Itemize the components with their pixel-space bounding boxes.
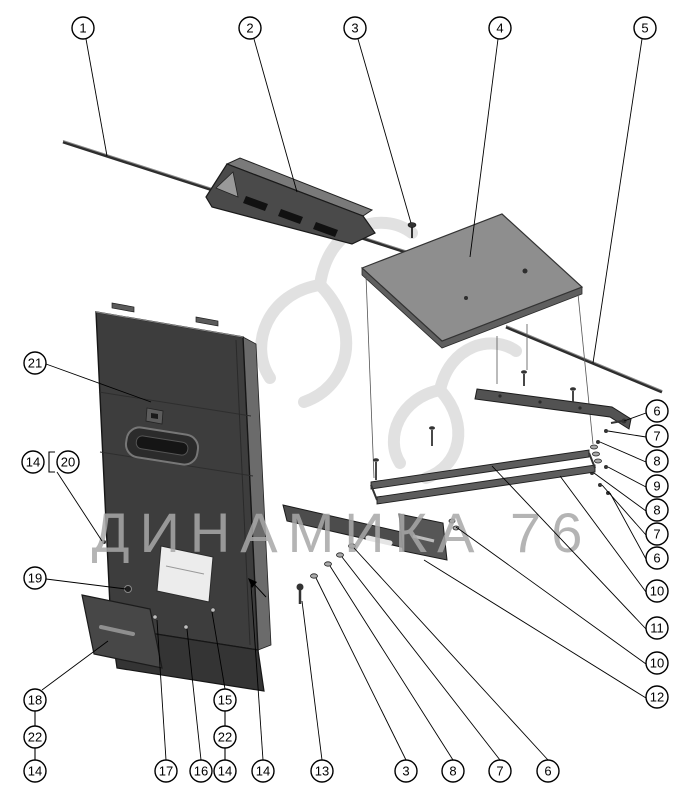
- callout-7-a: 7: [645, 424, 669, 448]
- part-screw-3: [407, 222, 417, 238]
- panel-edge-screw: [102, 540, 106, 544]
- callout-10-a: 10: [645, 579, 669, 603]
- svg-text:8: 8: [653, 454, 660, 469]
- svg-text:9: 9: [653, 479, 660, 494]
- svg-text:14: 14: [28, 764, 42, 779]
- panel-screw-dot: [210, 607, 216, 613]
- plate-screw-dot: [464, 296, 468, 300]
- callout-14-d: 14: [251, 759, 275, 783]
- part-slotted-bracket-2: [205, 157, 376, 245]
- callout-18: 18: [23, 688, 47, 712]
- callout-8-c: 8: [441, 759, 465, 783]
- svg-text:20: 20: [61, 455, 75, 470]
- part-channel-strip-12: [282, 504, 460, 561]
- svg-text:22: 22: [28, 730, 42, 745]
- watermark-logo-icon: [255, 216, 522, 484]
- callout-17: 17: [154, 759, 178, 783]
- svg-text:15: 15: [218, 693, 232, 708]
- callout-21: 21: [23, 351, 47, 375]
- callout-13: 13: [310, 759, 334, 783]
- callout-6-b: 6: [645, 546, 669, 570]
- callout-15: 15: [213, 688, 237, 712]
- callout-1: 1: [71, 16, 95, 40]
- fastener-cluster-bottom: [296, 543, 356, 604]
- svg-text:18: 18: [28, 693, 42, 708]
- callout-6-a: 6: [645, 399, 669, 423]
- watermark-text: ДИНАМИКА 76: [92, 501, 593, 564]
- svg-text:16: 16: [194, 764, 208, 779]
- svg-text:21: 21: [28, 356, 42, 371]
- svg-text:14: 14: [26, 455, 40, 470]
- svg-text:4: 4: [496, 21, 503, 36]
- callout-7-c: 7: [488, 759, 512, 783]
- callout-4: 4: [488, 16, 512, 40]
- svg-text:7: 7: [496, 764, 503, 779]
- plate-screw-dot: [522, 268, 528, 274]
- svg-text:7: 7: [653, 429, 660, 444]
- callout-9: 9: [645, 474, 669, 498]
- part-cover-plate-4: [360, 213, 584, 349]
- part-trim-rod-5: [505, 325, 663, 394]
- svg-text:13: 13: [315, 764, 329, 779]
- svg-text:10: 10: [650, 584, 664, 599]
- svg-text:2: 2: [246, 21, 253, 36]
- callout-22-b: 22: [213, 725, 237, 749]
- callout-7-b: 7: [645, 522, 669, 546]
- callout-6-c: 6: [536, 759, 560, 783]
- alignment-lines: [365, 275, 594, 479]
- leader-lines: [41, 38, 647, 761]
- svg-text:6: 6: [653, 551, 660, 566]
- callout-3: 3: [343, 16, 367, 40]
- panel-handle: [124, 426, 200, 466]
- svg-text:6: 6: [544, 764, 551, 779]
- callout-12: 12: [645, 685, 669, 709]
- svg-text:14: 14: [256, 764, 270, 779]
- callout-14-c: 14: [213, 759, 237, 783]
- part-mounting-bar-9: [474, 388, 632, 430]
- svg-text:3: 3: [351, 21, 358, 36]
- pointer-arrow: [248, 578, 267, 598]
- callout-16: 16: [189, 759, 213, 783]
- callout-22-a: 22: [23, 725, 47, 749]
- callout-19: 19: [23, 566, 47, 590]
- svg-text:6: 6: [653, 404, 660, 419]
- svg-text:8: 8: [449, 764, 456, 779]
- callout-11: 11: [645, 616, 669, 640]
- callouts: 1 2 3 4 5 6 7 8 9 8 7 6 10 11 10 12 21 1…: [21, 16, 669, 783]
- panel-cutout: [156, 545, 214, 603]
- svg-text:19: 19: [28, 571, 42, 586]
- part-door-panel-21: [95, 302, 272, 692]
- callout-2: 2: [238, 16, 262, 40]
- svg-text:12: 12: [650, 690, 664, 705]
- svg-text:7: 7: [653, 527, 660, 542]
- part-lower-strip-18: [81, 585, 163, 669]
- svg-text:14: 14: [218, 764, 232, 779]
- callout-10-b: 10: [645, 651, 669, 675]
- part-slide-rails-11: [370, 426, 596, 505]
- svg-text:22: 22: [218, 730, 232, 745]
- svg-text:17: 17: [159, 764, 173, 779]
- svg-text:1: 1: [79, 21, 86, 36]
- callout-group-ticks: [34, 451, 226, 760]
- callout-8-a: 8: [645, 449, 669, 473]
- callout-20: 20: [56, 450, 80, 474]
- svg-text:10: 10: [650, 656, 664, 671]
- callout-5: 5: [633, 16, 657, 40]
- svg-text:8: 8: [653, 503, 660, 518]
- panel-screw-dot: [183, 624, 189, 630]
- svg-text:11: 11: [650, 621, 664, 636]
- callout-14-b: 14: [23, 759, 47, 783]
- callout-8-b: 8: [645, 498, 669, 522]
- svg-text:3: 3: [402, 764, 409, 779]
- panel-screw-dot: [152, 614, 158, 620]
- callout-3-b: 3: [394, 759, 418, 783]
- callout-14-a: 14: [21, 450, 45, 474]
- svg-text:5: 5: [641, 21, 648, 36]
